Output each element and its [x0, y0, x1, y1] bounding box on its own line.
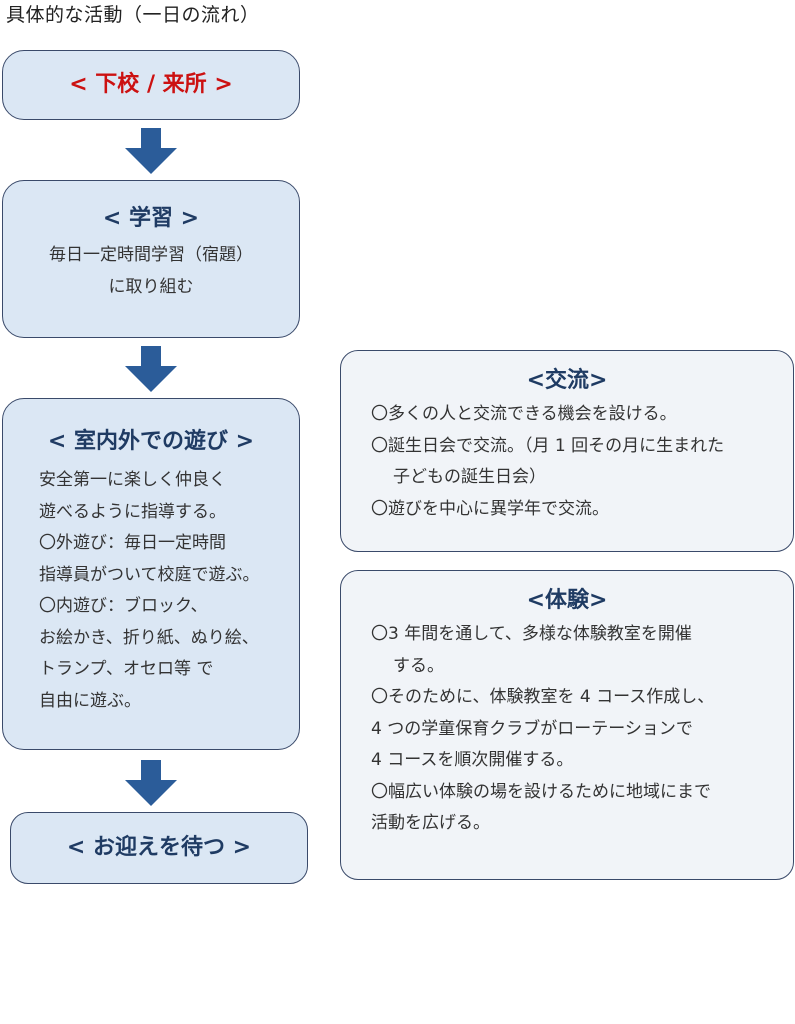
play-line-3: 〇外遊び：毎日一定時間	[39, 533, 226, 553]
study-line-2: に取り組む	[108, 276, 194, 297]
study-line-1: 毎日一定時間学習（宿題）	[49, 245, 253, 265]
step-title-play: < 室内外での遊び >	[47, 429, 255, 454]
exchange-title: <交流>	[526, 368, 608, 393]
experience-box: <体験> 〇3 年間を通して、多様な体験教室を開催 する。 〇そのために、体験教…	[340, 570, 794, 880]
step-box-dismissal: < 下校 / 来所 >	[2, 50, 300, 120]
play-line-4: 指導員がついて校庭で遊ぶ。	[39, 564, 260, 585]
experience-line-7: 活動を広げる。	[371, 813, 490, 833]
step-box-pickup: < お迎えを待つ >	[10, 812, 308, 884]
exchange-line-4: 〇遊びを中心に異学年で交流。	[371, 498, 609, 519]
exchange-line-1: 〇多くの人と交流できる機会を設ける。	[371, 404, 677, 424]
down-arrow-icon	[125, 128, 177, 174]
experience-line-5: 4 コースを順次開催する。	[371, 750, 574, 770]
page-title: 具体的な活動（一日の流れ）	[6, 4, 260, 26]
play-line-7: トランプ、オセロ等 で	[39, 659, 214, 679]
play-line-2: 遊べるように指導する。	[39, 501, 226, 522]
play-line-5: 〇内遊び：ブロック、	[39, 596, 208, 616]
step-box-play: < 室内外での遊び > 安全第一に楽しく仲良く 遊べるように指導する。 〇外遊び…	[2, 398, 300, 750]
step-title-pickup: < お迎えを待つ >	[66, 835, 252, 860]
step-title-dismissal: < 下校 / 来所 >	[69, 72, 233, 97]
experience-title: <体験>	[526, 588, 608, 613]
exchange-line-2: 〇誕生日会で交流。（月 1 回その月に生まれた	[371, 435, 725, 456]
experience-line-2: する。	[393, 655, 444, 676]
exchange-box: <交流> 〇多くの人と交流できる機会を設ける。 〇誕生日会で交流。（月 1 回そ…	[340, 350, 794, 552]
experience-line-1: 〇3 年間を通して、多様な体験教室を開催	[371, 624, 692, 644]
down-arrow-icon	[125, 760, 177, 806]
exchange-line-3: 子どもの誕生日会）	[393, 467, 546, 487]
step-title-study: < 学習 >	[102, 206, 200, 231]
experience-line-6: 〇幅広い体験の場を設けるために地域にまで	[371, 781, 711, 802]
play-line-6: お絵かき、折り紙、ぬり絵、	[39, 627, 259, 648]
experience-line-4: 4 つの学童保育クラブがローテーションで	[371, 718, 693, 739]
play-line-1: 安全第一に楽しく仲良く	[39, 470, 226, 490]
experience-line-3: 〇そのために、体験教室を 4 コース作成し、	[371, 687, 715, 707]
step-box-study: < 学習 > 毎日一定時間学習（宿題） に取り組む	[2, 180, 300, 338]
play-line-8: 自由に遊ぶ。	[39, 690, 141, 711]
down-arrow-icon	[125, 346, 177, 392]
